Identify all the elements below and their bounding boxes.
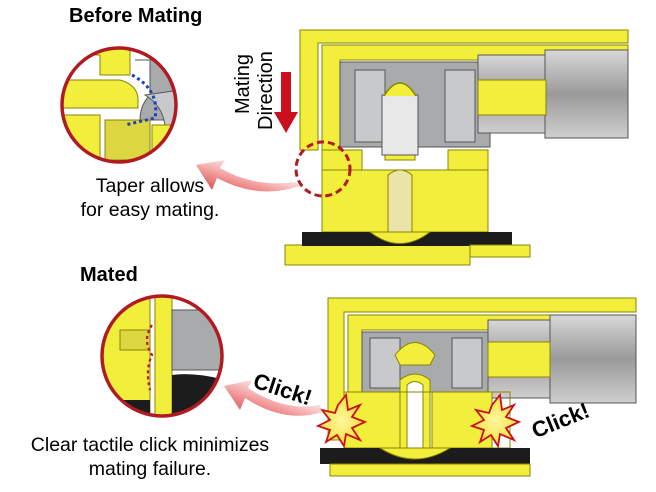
- curved-arrow-top: [196, 160, 300, 192]
- zoom-circle-before: [60, 46, 178, 164]
- click-burst-right: [469, 392, 522, 449]
- click-burst-left: [315, 392, 368, 449]
- zoom-circle-mated: [100, 294, 224, 418]
- direction-label-line2: Direction: [255, 51, 277, 130]
- click-caption: Clear tactile click minimizes mating fai…: [0, 433, 300, 481]
- bottom-connector: [320, 297, 637, 477]
- click-caption-line1: Clear tactile click minimizes: [30, 434, 270, 456]
- taper-caption-line2: for easy mating.: [80, 199, 220, 221]
- click-caption-line2: mating failure.: [88, 458, 212, 480]
- curved-arrow-bottom: [224, 380, 322, 416]
- taper-caption-line1: Taper allows: [95, 175, 205, 197]
- interface-highlight-circle: [294, 140, 352, 198]
- taper-caption: Taper allows for easy mating.: [30, 174, 270, 222]
- direction-label-line1: Mating: [232, 53, 254, 114]
- mating-direction-arrow: [274, 72, 298, 133]
- top-connector: [284, 29, 629, 266]
- before-mating-heading: Before Mating: [69, 5, 203, 27]
- mated-heading: Mated: [80, 264, 138, 286]
